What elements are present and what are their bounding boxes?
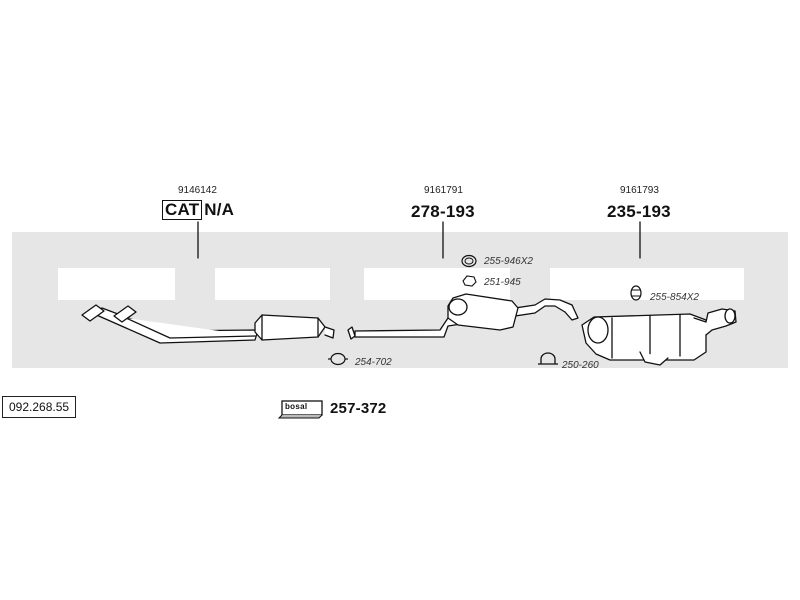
oe-number-centre: 9161791 — [424, 185, 463, 196]
rubber-mount-icon — [630, 285, 642, 301]
accessory-250-260: 250-260 — [562, 360, 599, 371]
reference-number: 092.268.55 — [2, 396, 77, 418]
cat-value: N/A — [204, 200, 235, 219]
oe-number-cat: 9146142 — [178, 185, 217, 196]
accessory-255-854x2: 255-854X2 — [650, 292, 699, 303]
clamp-icon — [328, 352, 348, 366]
cat-label-group: CAT N/A — [162, 200, 234, 220]
oe-number-rear: 9161793 — [620, 185, 659, 196]
clamp-icon — [461, 254, 477, 268]
gasket-icon — [462, 275, 477, 287]
accessory-255-946x2: 255-946X2 — [484, 256, 533, 267]
centre-silencer-drawing — [347, 293, 579, 340]
rear-silencer-drawing — [581, 308, 737, 366]
part-number-centre: 278-193 — [411, 202, 475, 221]
accessory-251-945: 251-945 — [484, 277, 521, 288]
front-pipe-drawing — [81, 304, 335, 344]
cat-badge: CAT — [162, 200, 203, 220]
part-number-rear: 235-193 — [607, 202, 671, 221]
mounting-kit-number: 257-372 — [330, 400, 387, 417]
accessory-254-702: 254-702 — [355, 357, 392, 368]
mounting-kit-box-icon — [278, 400, 323, 419]
u-bolt-clamp-icon — [538, 352, 558, 365]
kit-brand-badge: bosal — [285, 402, 308, 411]
